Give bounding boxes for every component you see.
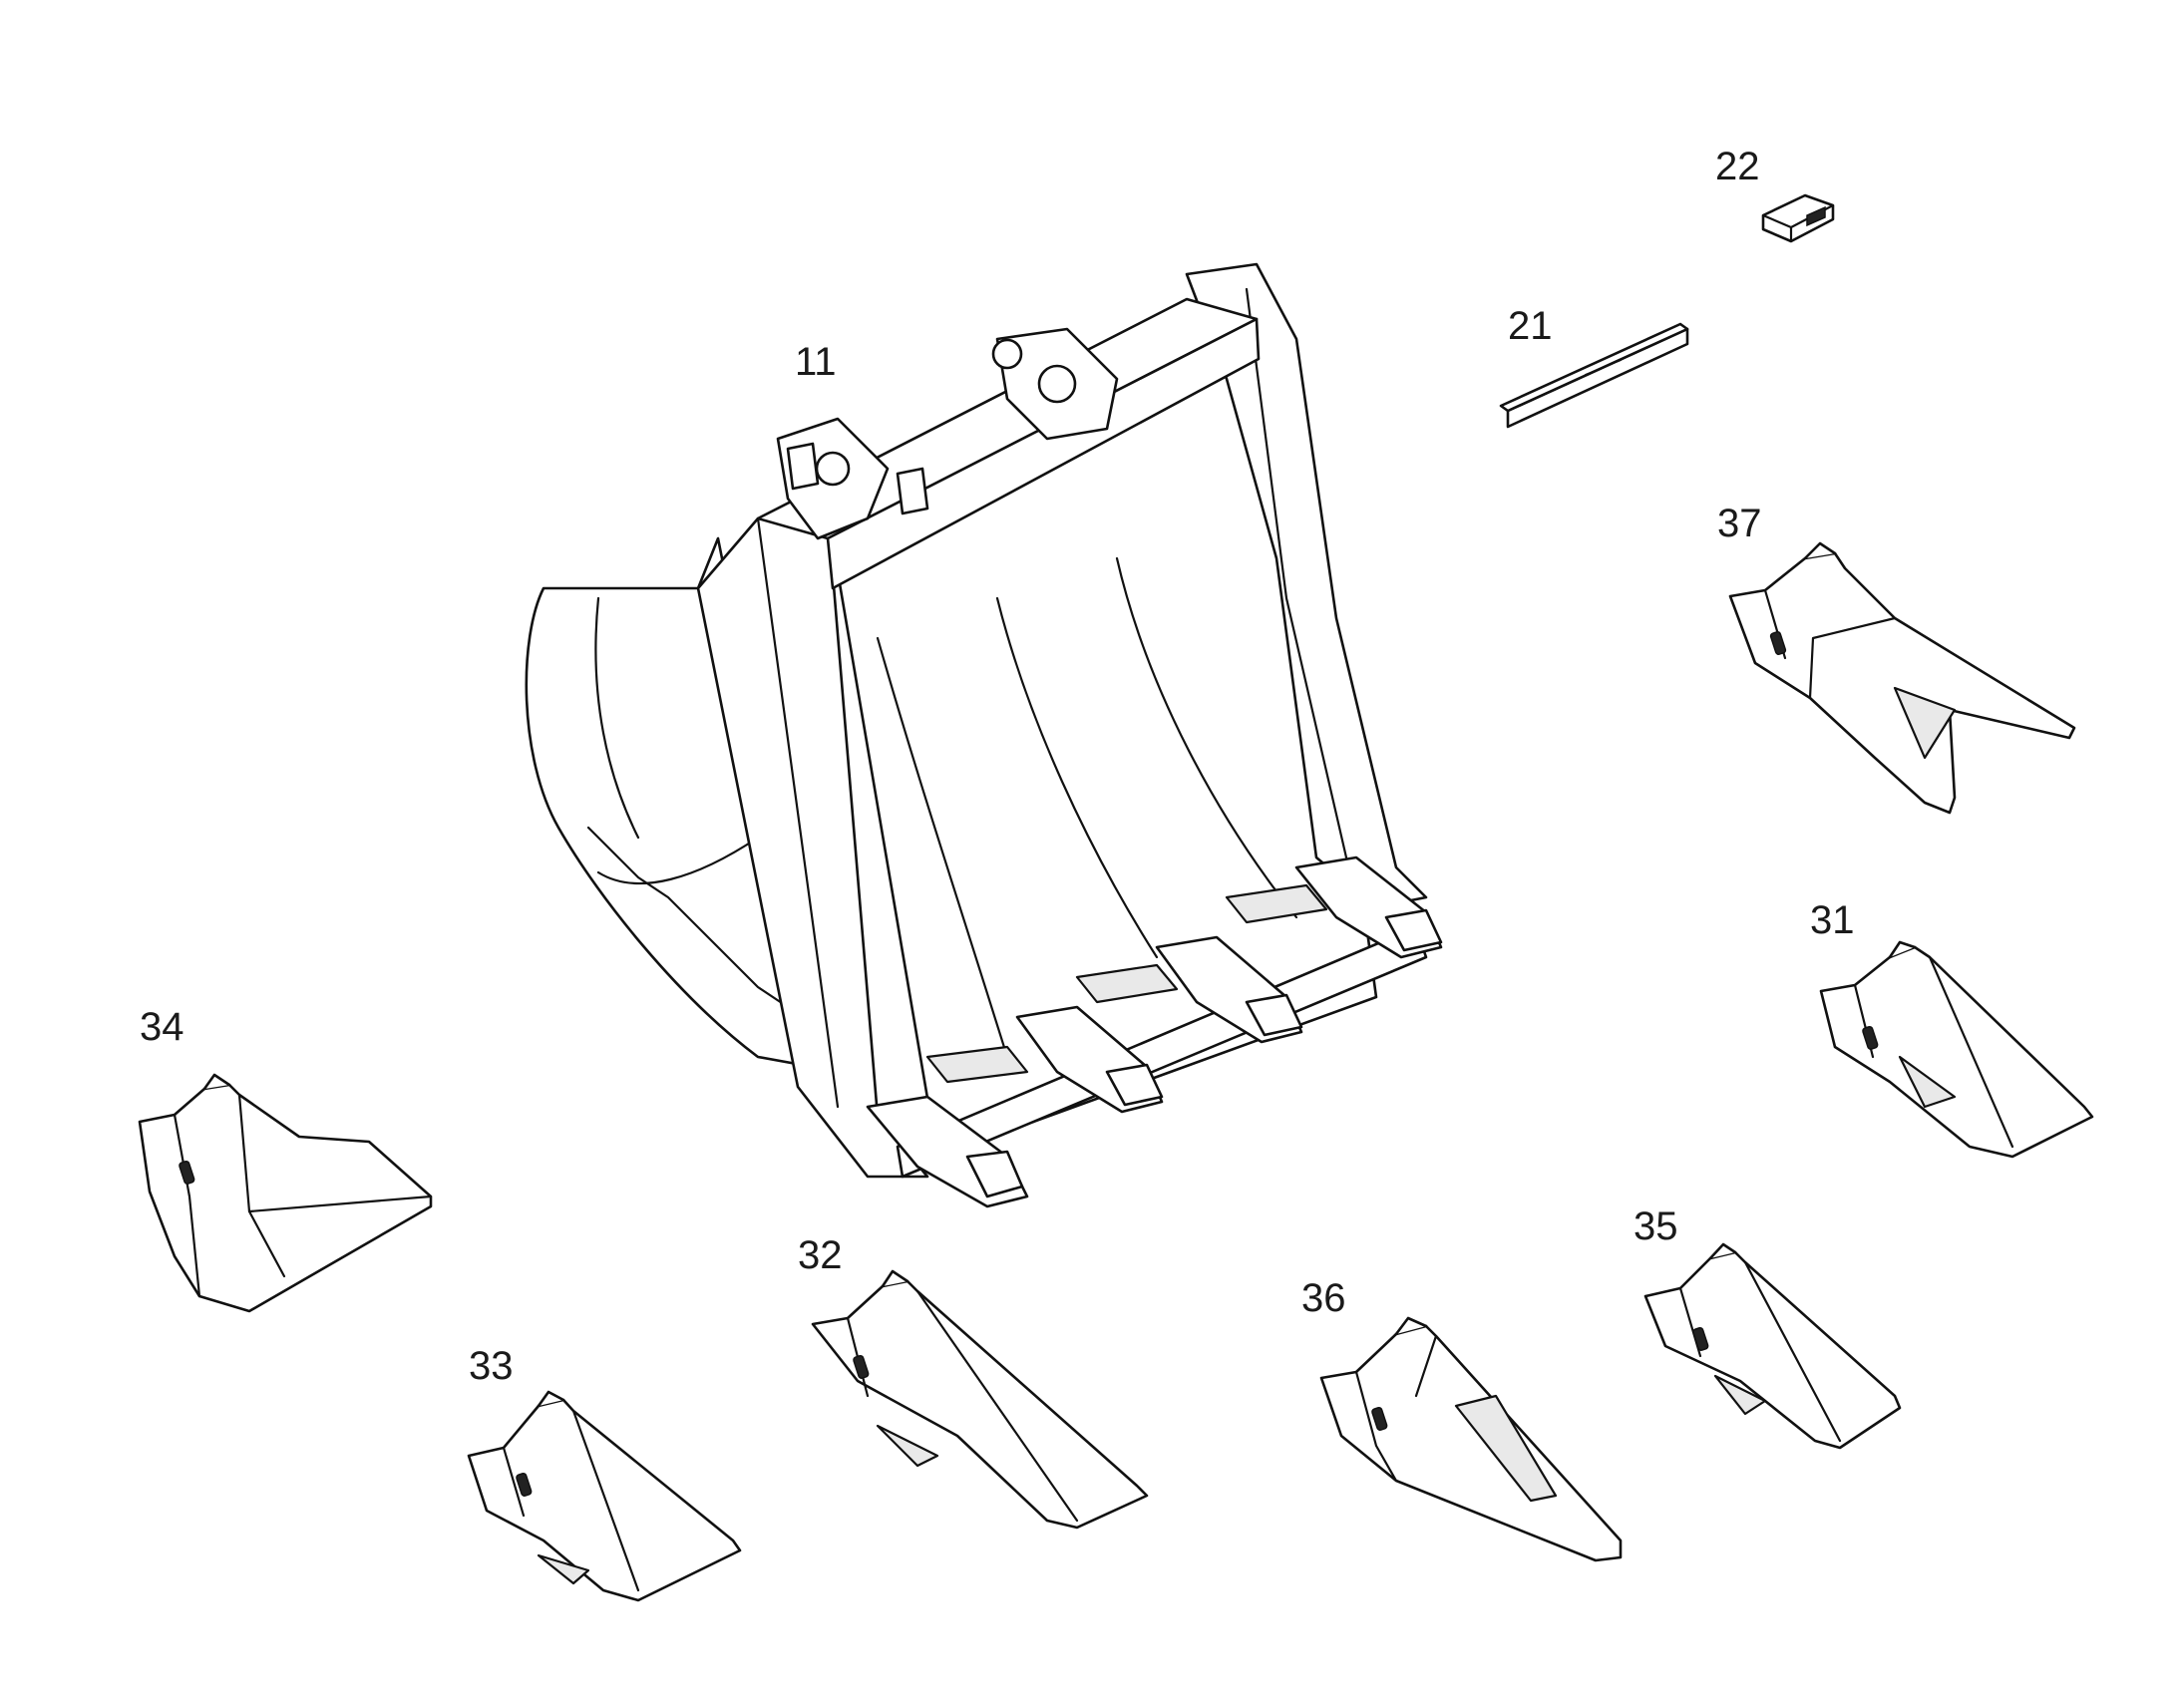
callout-11: 11 [795,340,837,384]
callout-31: 31 [1810,898,1855,942]
tooth-34-wide-flat [138,1073,433,1313]
callout-22: 22 [1715,145,1760,188]
callout-34: 34 [140,1005,184,1049]
callout-36: 36 [1301,1276,1346,1320]
tooth-36-penetration [1319,1316,1623,1562]
tooth-32-long [811,1269,1149,1530]
tooth-31-standard [1819,940,2094,1159]
adapter-2 [1015,1005,1164,1114]
tooth-35-rock [1643,1242,1902,1450]
bucket-assembly [525,262,1443,1208]
wear-bar [1499,322,1689,429]
callout-33: 33 [469,1344,514,1388]
callout-35: 35 [1634,1204,1678,1248]
tooth-33-short [467,1390,742,1602]
retainer-block [1761,193,1835,243]
wear-plate-center [1075,963,1179,1004]
pin-bracket-left [786,442,820,491]
adapter-1 [866,1095,1029,1208]
wear-plate-left [925,1045,1029,1084]
wear-plate-right [1225,883,1328,924]
pin-bracket-right [896,467,929,515]
tooth-37-twin-tip [1728,541,2076,815]
bucket-right-side-plate [1185,262,1428,909]
callout-37: 37 [1717,502,1762,545]
callout-21: 21 [1508,304,1553,348]
adapter-3 [1155,935,1303,1044]
callout-32: 32 [798,1233,843,1277]
adapter-4 [1294,855,1443,959]
